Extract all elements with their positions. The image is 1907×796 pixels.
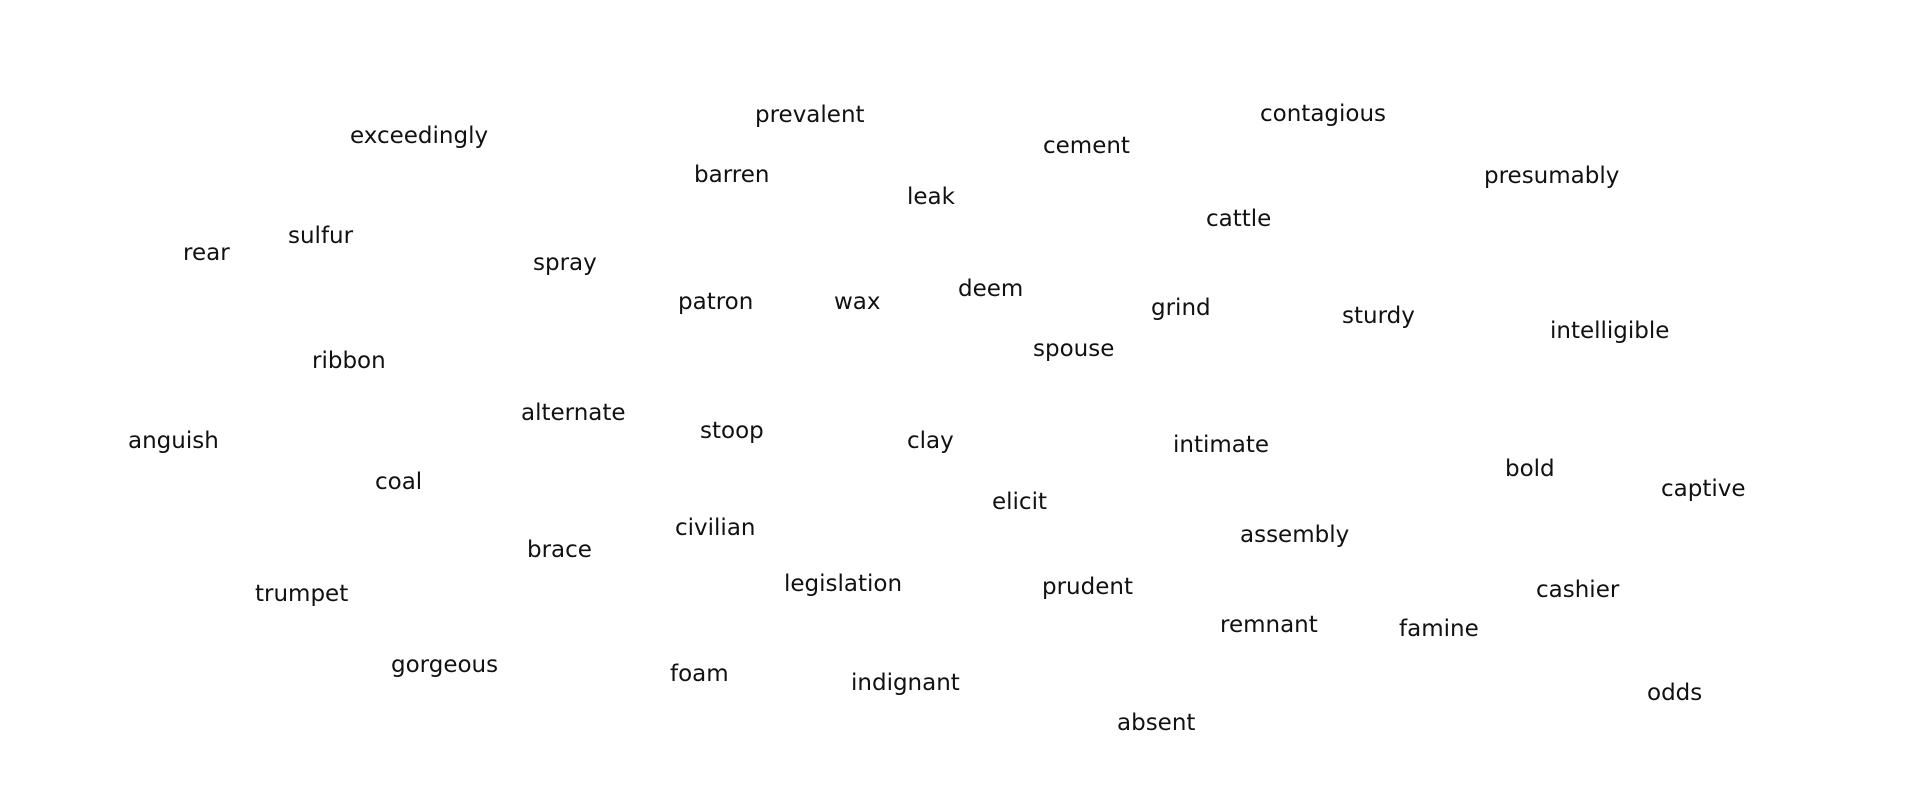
word-indignant: indignant — [851, 670, 960, 696]
word-leak: leak — [907, 184, 955, 210]
word-cashier: cashier — [1536, 577, 1620, 603]
word-absent: absent — [1117, 710, 1196, 736]
word-deem: deem — [958, 276, 1024, 302]
word-intelligible: intelligible — [1550, 318, 1670, 344]
word-coal: coal — [375, 469, 423, 495]
word-grind: grind — [1151, 295, 1211, 321]
word-cattle: cattle — [1206, 206, 1272, 232]
word-clay: clay — [907, 428, 954, 454]
word-barren: barren — [694, 162, 770, 188]
word-prudent: prudent — [1042, 574, 1133, 600]
word-alternate: alternate — [521, 400, 626, 426]
word-foam: foam — [670, 661, 729, 687]
word-civilian: civilian — [675, 515, 756, 541]
word-presumably: presumably — [1484, 163, 1620, 189]
word-odds: odds — [1647, 680, 1703, 706]
word-spouse: spouse — [1033, 336, 1115, 362]
word-contagious: contagious — [1260, 101, 1387, 127]
word-trumpet: trumpet — [255, 581, 349, 607]
word-brace: brace — [527, 537, 592, 563]
word-patron: patron — [678, 289, 754, 315]
word-assembly: assembly — [1240, 522, 1350, 548]
word-gorgeous: gorgeous — [391, 652, 499, 678]
word-spray: spray — [533, 250, 597, 276]
word-intimate: intimate — [1173, 432, 1270, 458]
word-elicit: elicit — [992, 489, 1047, 515]
word-anguish: anguish — [128, 428, 219, 454]
word-stoop: stoop — [700, 418, 764, 444]
word-ribbon: ribbon — [312, 348, 386, 374]
word-remnant: remnant — [1220, 612, 1318, 638]
word-sturdy: sturdy — [1342, 303, 1415, 329]
word-legislation: legislation — [784, 571, 903, 597]
word-famine: famine — [1399, 616, 1479, 642]
word-exceedingly: exceedingly — [350, 123, 489, 149]
word-prevalent: prevalent — [755, 102, 865, 128]
word-captive: captive — [1661, 476, 1746, 502]
word-wax: wax — [834, 289, 881, 315]
word-rear: rear — [183, 240, 230, 266]
word-sulfur: sulfur — [288, 223, 354, 249]
word-cement: cement — [1043, 133, 1130, 159]
word-bold: bold — [1505, 456, 1555, 482]
